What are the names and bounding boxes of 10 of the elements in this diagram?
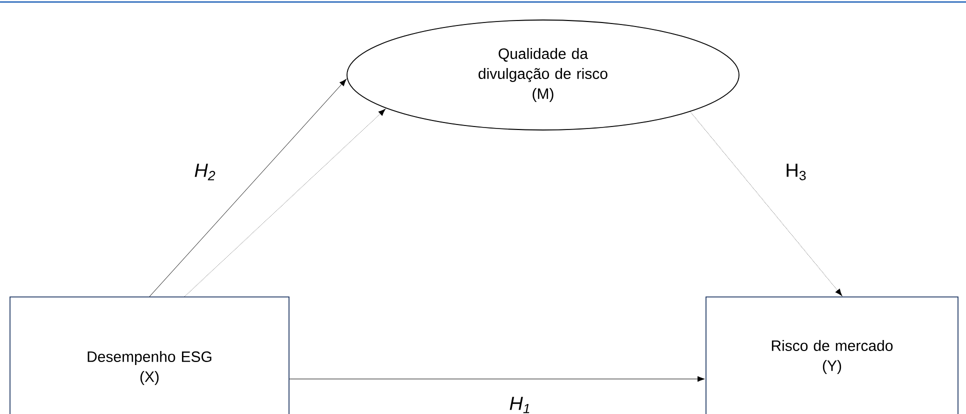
- edge-label: H$_{3}$: [784, 162, 808, 182]
- process-box: Risco de mercado (Y): [706, 296, 958, 414]
- arrow: [289, 376, 705, 382]
- arrow: [184, 108, 386, 297]
- ellipse-node: Qualidade da divulgação de risco (M): [346, 20, 740, 130]
- process-box: Desempenho ESG (X): [10, 296, 290, 414]
- edge-label: H$_{1}$: [508, 396, 532, 414]
- edge-label: H$_{2}$: [193, 162, 217, 182]
- arrow: [149, 78, 346, 297]
- arrow: [690, 111, 842, 296]
